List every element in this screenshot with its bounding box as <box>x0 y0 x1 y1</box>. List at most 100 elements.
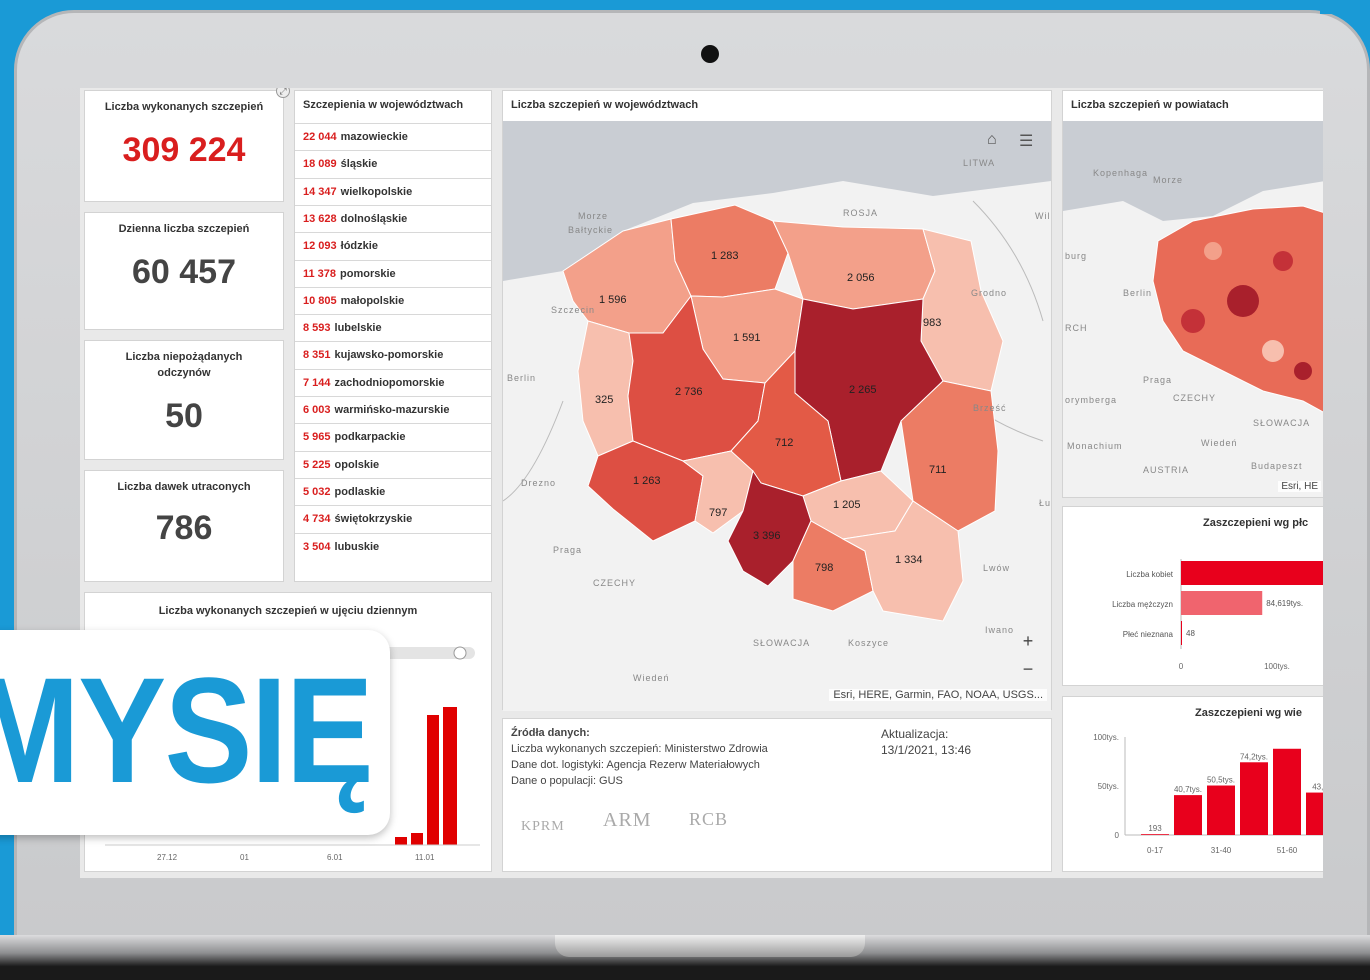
daily-x-label: 11.01 <box>415 853 435 862</box>
gender-data-label: 84,619tys. <box>1266 599 1303 608</box>
gender-bar <box>1181 561 1323 585</box>
campaign-banner-text: MYSIĘ <box>0 646 374 814</box>
sources-line-3: Dane o populacji: GUS <box>511 775 623 787</box>
age-x-label: 0-17 <box>1147 846 1164 855</box>
county-cluster <box>1262 340 1284 362</box>
voivodeship-list-title: Szczepienia w województwach <box>303 99 464 111</box>
voivodeship-name: śląskie <box>340 158 378 171</box>
voivodeship-name: warmińsko-mazurskie <box>334 404 450 416</box>
sources-line-1: Liczba wykonanych szczepień: Ministerstw… <box>511 743 768 755</box>
voivodeship-name: podlaskie <box>334 485 386 498</box>
laptop-camera <box>701 45 719 63</box>
daily-x-label: 01 <box>240 853 249 862</box>
voivodeship-name: dolnośląskie <box>340 212 408 225</box>
home-icon[interactable]: ⌂ <box>987 131 997 148</box>
kprm-logo: KPRM <box>521 819 565 834</box>
expand-icon[interactable]: ⤢ <box>276 88 290 98</box>
sea-area <box>503 121 1051 281</box>
rcb-logo: RCB <box>689 809 729 829</box>
voivodeship-map <box>503 121 1051 711</box>
region-warminsko-mazurskie <box>772 220 936 310</box>
campaign-banner: MYSIĘ <box>0 630 390 835</box>
update-label: Aktualizacja: <box>881 727 949 741</box>
legend-list-icon[interactable]: ☰ <box>1019 133 1034 150</box>
age-bar <box>1273 748 1301 835</box>
age-chart-title: Zaszczepieni wg wie <box>1195 707 1302 719</box>
daily-x-label: 6.01 <box>327 853 343 862</box>
voivodeship-value: 22 044 <box>303 131 337 143</box>
voivodeship-name: małopolskie <box>340 294 405 307</box>
sea-area <box>1063 121 1323 221</box>
county-cluster <box>1227 285 1259 317</box>
voivodeship-name: podkarpackie <box>334 431 406 444</box>
gender-bar <box>1181 591 1263 615</box>
kpi-lost-label: Liczba dawek utraconych <box>117 481 251 493</box>
voivodeship-value: 11 378 <box>303 267 337 280</box>
county-map-panel: Liczba szczepień w powiatach Kopenhaga M… <box>1062 90 1323 498</box>
zoom-in-button[interactable]: + <box>1022 631 1034 651</box>
county-cluster <box>1273 251 1293 271</box>
voivodeship-value: 8 351 <box>303 349 331 362</box>
kpi-daily-card: Dzienna liczba szczepień 60 457 <box>84 212 284 330</box>
county-cluster <box>1181 309 1205 333</box>
voivodeship-name: lubelskie <box>334 322 382 335</box>
zoom-out-button[interactable]: − <box>1022 659 1034 679</box>
age-data-label: 193 <box>1148 824 1162 833</box>
region-lubelskie <box>900 380 999 532</box>
voivodeship-value: 8 593 <box>303 322 331 335</box>
laptop-notch <box>555 935 865 957</box>
voivodeship-value: 5 225 <box>303 458 331 471</box>
voivodeship-name: mazowieckie <box>340 131 408 143</box>
region-slaskie <box>727 469 812 587</box>
voivodeship-value: 6 003 <box>303 404 331 416</box>
voivodeship-name: lubuskie <box>334 540 380 553</box>
age-chart: 100tys.50tys.019340,7tys.50,5tys.74,2tys… <box>1093 733 1323 855</box>
voivodeship-value: 18 089 <box>303 158 337 171</box>
region-podkarpackie <box>841 500 964 622</box>
gender-x-tick: 100tys. <box>1264 662 1290 671</box>
county-cluster <box>1294 362 1312 380</box>
kpi-lost-card: Liczba dawek utraconych 786 <box>84 470 284 582</box>
map-attribution: Esri, HERE, Garmin, FAO, NOAA, USGS... <box>829 689 1047 701</box>
kpi-total-label: Liczba wykonanych szczepień <box>104 101 264 113</box>
arm-logo: ARM <box>603 809 652 831</box>
voivodeship-name: zachodniopomorskie <box>334 376 445 389</box>
age-bar <box>1240 762 1268 835</box>
region-lubuskie <box>577 320 634 457</box>
age-x-label: 51-60 <box>1277 846 1298 855</box>
age-data-label: 74,2tys. <box>1240 752 1268 761</box>
background-edge <box>1320 0 1370 14</box>
age-y-tick: 0 <box>1115 831 1120 840</box>
update-value: 13/1/2021, 13:46 <box>881 743 972 757</box>
gender-chart-title: Zaszczepieni wg płc <box>1203 517 1309 529</box>
gender-category-label: Liczba mężczyzn <box>1112 600 1173 609</box>
chart-info-icon[interactable] <box>453 646 467 660</box>
voivodeship-name: pomorskie <box>340 267 396 280</box>
voivodeship-name: wielkopolskie <box>340 185 413 198</box>
gender-category-label: Płeć nieznana <box>1123 630 1174 639</box>
kpi-total-value: 309 224 <box>122 131 246 169</box>
daily-bar <box>411 833 423 845</box>
daily-chart-title: Liczba wykonanych szczepień w ujęciu dzi… <box>158 605 418 617</box>
zoom-control: + − <box>1015 627 1041 683</box>
daily-bar <box>395 837 407 845</box>
kpi-daily-value: 60 457 <box>132 253 236 291</box>
